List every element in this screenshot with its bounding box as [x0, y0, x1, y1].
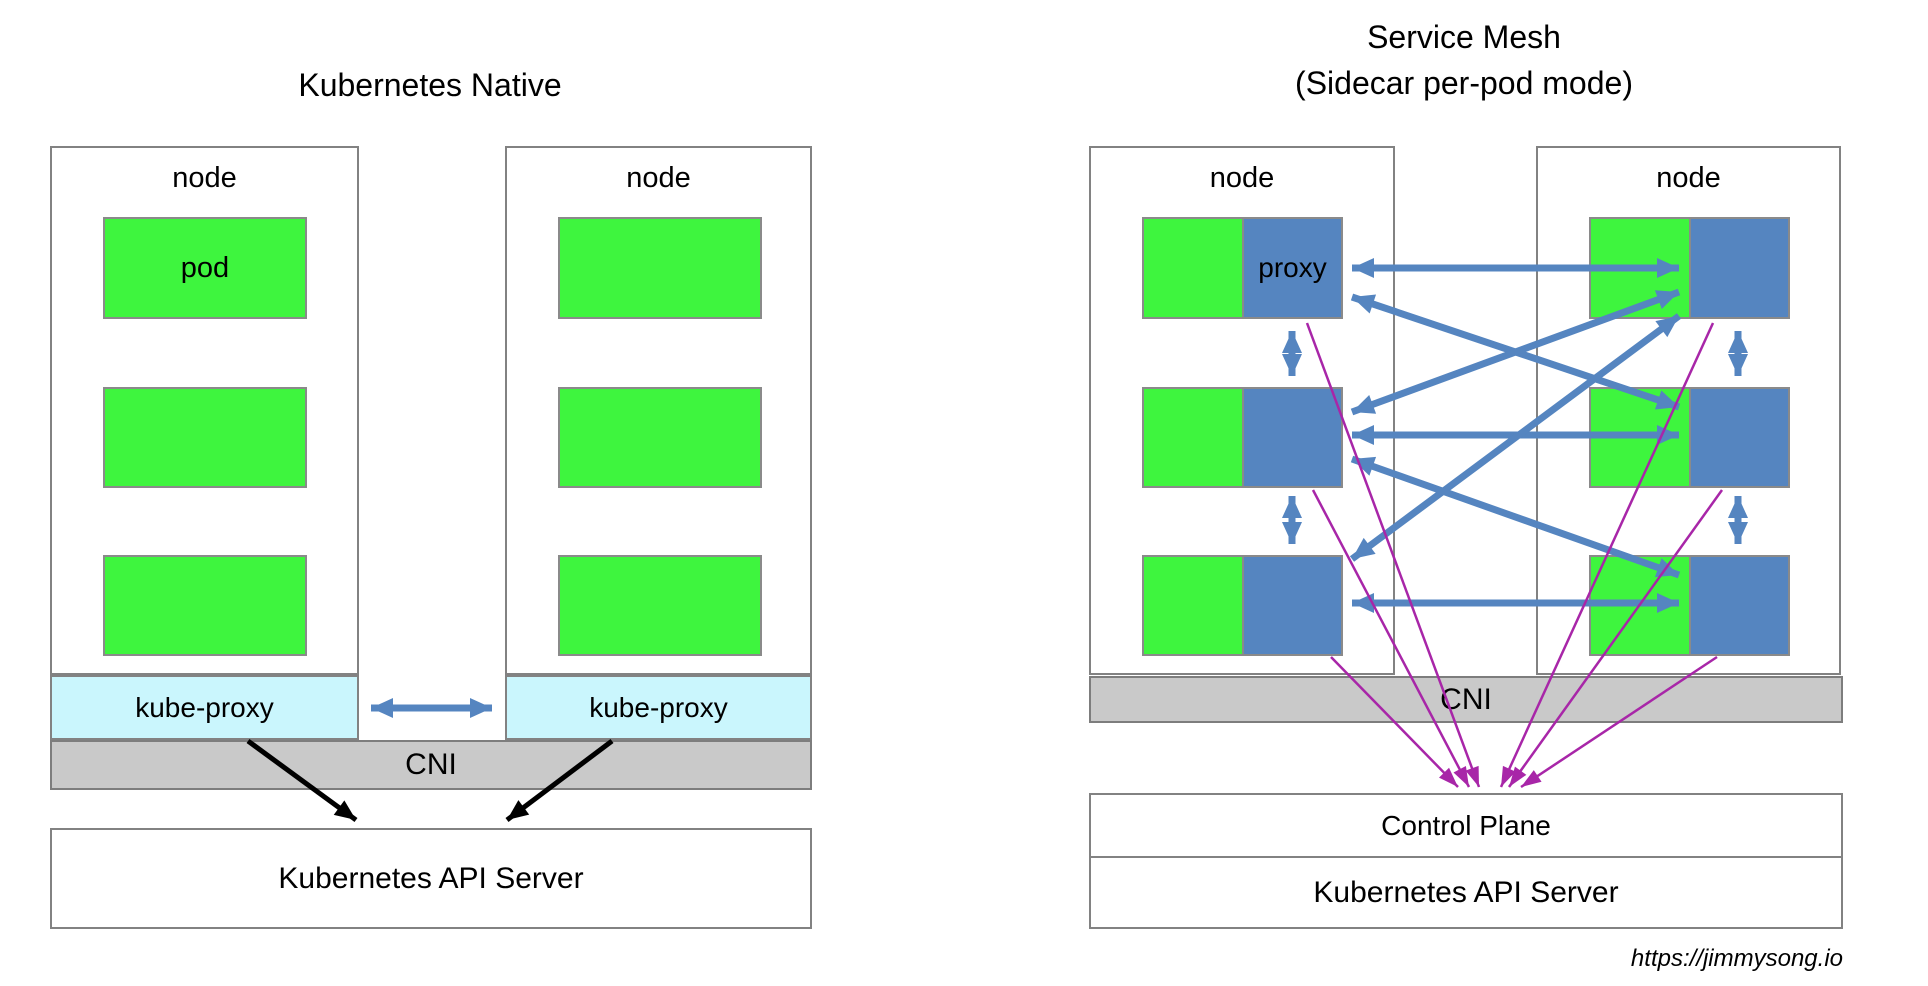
pod [558, 387, 762, 488]
sidecar-proxy [1691, 389, 1788, 486]
sidecar-pod [1142, 555, 1343, 656]
kube-proxy-box-2: kube-proxy [505, 675, 812, 740]
pod [558, 555, 762, 656]
left-node-1-label: node [172, 162, 237, 194]
pod-app-container [1144, 389, 1244, 486]
control-plane-label: Control Plane [1381, 809, 1551, 841]
left-cni-label: CNI [405, 748, 457, 781]
left-node-2-label: node [626, 162, 691, 194]
right-node-2: node [1536, 146, 1841, 675]
left-node-2: node [505, 146, 812, 675]
right-node-1: node proxy [1089, 146, 1395, 675]
sidecar-proxy-label: proxy [1258, 252, 1327, 283]
left-cni-bar: CNI [50, 740, 812, 790]
kube-proxy-label: kube-proxy [589, 691, 728, 723]
sidecar-pod [1589, 555, 1790, 656]
right-cni-bar: CNI [1089, 676, 1843, 723]
right-node-1-label: node [1209, 162, 1275, 194]
sidecar-pod [1589, 387, 1790, 488]
left-panel-title: Kubernetes Native [298, 67, 562, 103]
left-node-1: node pod [50, 146, 359, 675]
pod: pod [103, 217, 307, 319]
kube-proxy-label: kube-proxy [135, 691, 274, 723]
right-panel-title-line2: (Sidecar per-pod mode) [1295, 65, 1633, 101]
pod-app-container [1144, 219, 1244, 317]
pod-app-container [1144, 557, 1244, 654]
right-node-2-label: node [1656, 162, 1721, 194]
pod-app-container [1591, 557, 1691, 654]
sidecar-pod [1589, 217, 1790, 319]
right-api-server-box: Kubernetes API Server [1089, 856, 1843, 929]
left-api-server-label: Kubernetes API Server [278, 861, 584, 895]
right-api-server-label: Kubernetes API Server [1313, 875, 1619, 909]
pod [103, 555, 307, 656]
kube-proxy-box-1: kube-proxy [50, 675, 359, 740]
right-panel-title: Service Mesh (Sidecar per-pod mode) [1164, 14, 1764, 106]
right-cni-label: CNI [1440, 682, 1492, 716]
pod-label: pod [180, 251, 230, 284]
pod [103, 387, 307, 488]
credit-url: https://jimmysong.io [1630, 945, 1843, 972]
sidecar-proxy [1244, 557, 1341, 654]
pod-app-container [1591, 389, 1691, 486]
sidecar-pod: proxy [1142, 217, 1343, 319]
sidecar-pod [1142, 387, 1343, 488]
sidecar-proxy: proxy [1244, 219, 1341, 317]
pod-app-container [1591, 219, 1691, 317]
left-api-server-box: Kubernetes API Server [50, 828, 812, 929]
pod [558, 217, 762, 319]
control-plane-box: Control Plane [1089, 793, 1843, 858]
right-panel-title-line1: Service Mesh [1367, 19, 1561, 55]
sidecar-proxy [1691, 219, 1788, 317]
sidecar-proxy [1244, 389, 1341, 486]
sidecar-proxy [1691, 557, 1788, 654]
